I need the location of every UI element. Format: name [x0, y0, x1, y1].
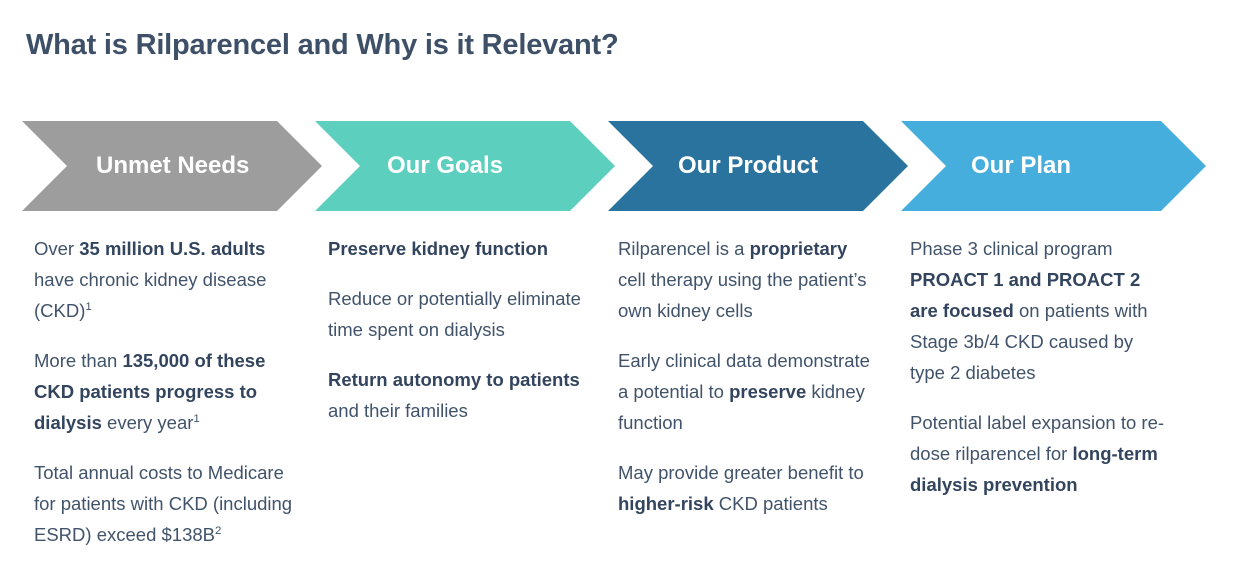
chevron-label: Unmet Needs — [96, 152, 250, 179]
process-chevron-banner: Unmet Needs Our Goals Our Product Our Pl… — [0, 121, 1242, 211]
page-title: What is Rilparencel and Why is it Releva… — [26, 29, 619, 61]
paragraph: Potential label expansion to re-dose ril… — [910, 412, 1165, 495]
chevron-step-our-product[interactable]: Our Product — [608, 121, 908, 211]
column-our-goals: Preserve kidney function Reduce or poten… — [328, 233, 590, 445]
chevron-label: Our Plan — [971, 152, 1072, 179]
paragraph: May provide greater benefit to higher-ri… — [618, 462, 864, 514]
chevron-label: Our Product — [678, 152, 819, 179]
paragraph: Preserve kidney function — [328, 238, 549, 259]
paragraph: Rilparencel is a proprietary cell therap… — [618, 238, 867, 321]
column-our-plan: Phase 3 clinical program PROACT 1 and PR… — [910, 233, 1172, 519]
chevron-step-our-goals[interactable]: Our Goals — [315, 121, 615, 211]
chevron-label: Our Goals — [387, 152, 504, 179]
paragraph: Return autonomy to patients and their fa… — [328, 369, 580, 421]
paragraph: Over 35 million U.S. adults have chronic… — [34, 238, 267, 321]
paragraph: More than 135,000 of these CKD patients … — [34, 350, 266, 433]
chevron-step-unmet-needs[interactable]: Unmet Needs — [22, 121, 322, 211]
chevron-step-our-plan[interactable]: Our Plan — [901, 121, 1206, 211]
column-unmet-needs: Over 35 million U.S. adults have chronic… — [34, 233, 302, 569]
paragraph: Phase 3 clinical program PROACT 1 and PR… — [910, 238, 1148, 383]
paragraph: Reduce or potentially eliminate time spe… — [328, 288, 581, 340]
paragraph: Early clinical data demonstrate a potent… — [618, 350, 870, 433]
paragraph: Total annual costs to Medicare for patie… — [34, 462, 293, 545]
column-our-product: Rilparencel is a proprietary cell therap… — [618, 233, 880, 538]
